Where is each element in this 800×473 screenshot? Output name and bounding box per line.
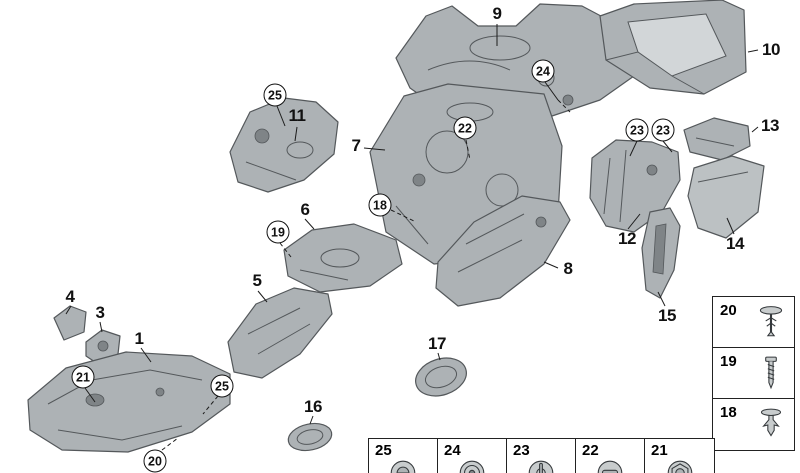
legend-number: 19	[720, 353, 737, 370]
legend-number: 22	[582, 442, 599, 459]
nut-icon	[665, 458, 695, 473]
screw-icon	[756, 355, 786, 391]
part-8[interactable]	[435, 195, 571, 307]
legend-item-22[interactable]: 22	[576, 439, 645, 473]
legend-number: 20	[720, 302, 737, 319]
callout-23[interactable]: 23	[625, 118, 649, 142]
legend-item-20[interactable]: 20	[713, 297, 794, 348]
legend-right: 20 19 18	[712, 296, 795, 451]
callout-22[interactable]: 22	[453, 116, 477, 140]
callout-23[interactable]: 23	[651, 118, 675, 142]
callout-3[interactable]: 3	[95, 303, 105, 322]
legend-item-24[interactable]: 24	[438, 439, 507, 473]
callout-19[interactable]: 19	[266, 220, 290, 244]
part-10[interactable]	[599, 0, 747, 95]
callout-18[interactable]: 18	[368, 193, 392, 217]
legend-number: 18	[720, 404, 737, 421]
callout-5[interactable]: 5	[252, 271, 262, 290]
legend-bottom: 25 24 23 22 21	[368, 438, 715, 473]
callout-15[interactable]: 15	[658, 306, 676, 325]
callout-13[interactable]: 13	[761, 116, 779, 135]
rivet-icon	[526, 458, 556, 473]
legend-number: 24	[444, 442, 461, 459]
part-15[interactable]	[641, 207, 681, 299]
callout-1[interactable]: 1	[134, 329, 144, 348]
callout-16[interactable]: 16	[304, 397, 322, 416]
callout-10[interactable]: 10	[762, 40, 780, 59]
part-6[interactable]	[283, 223, 403, 293]
callout-17[interactable]: 17	[428, 334, 446, 353]
legend-number: 25	[375, 442, 392, 459]
callout-7[interactable]: 7	[351, 136, 361, 155]
part-16[interactable]	[286, 420, 334, 455]
part-4[interactable]	[53, 305, 87, 341]
callout-20[interactable]: 20	[143, 449, 167, 473]
legend-item-21[interactable]: 21	[645, 439, 714, 473]
callout-12[interactable]: 12	[618, 229, 636, 248]
part-11[interactable]	[229, 97, 339, 193]
callout-25[interactable]: 25	[210, 374, 234, 398]
leader-lines	[65, 24, 759, 451]
part-5[interactable]	[227, 287, 333, 379]
callout-9[interactable]: 9	[492, 4, 502, 23]
grommet-icon	[388, 458, 418, 473]
part-14[interactable]	[687, 155, 765, 239]
legend-item-25[interactable]: 25	[369, 439, 438, 473]
legend-number: 23	[513, 442, 530, 459]
callout-21[interactable]: 21	[71, 365, 95, 389]
callout-25[interactable]: 25	[263, 83, 287, 107]
callout-24[interactable]: 24	[531, 59, 555, 83]
part-13[interactable]	[683, 117, 751, 161]
callout-4[interactable]: 4	[65, 287, 75, 306]
clip-icon	[595, 458, 625, 473]
callout-14[interactable]: 14	[726, 234, 744, 253]
plug-icon	[457, 458, 487, 473]
expanding-clip-icon	[756, 407, 786, 443]
expanding-rivet-icon	[756, 304, 786, 340]
legend-number: 21	[651, 442, 668, 459]
callout-6[interactable]: 6	[300, 200, 310, 219]
part-17[interactable]	[411, 352, 472, 402]
legend-item-18[interactable]: 18	[713, 399, 794, 450]
legend-item-23[interactable]: 23	[507, 439, 576, 473]
callout-8[interactable]: 8	[563, 259, 573, 278]
callout-11[interactable]: 11	[288, 106, 306, 125]
legend-item-19[interactable]: 19	[713, 348, 794, 399]
